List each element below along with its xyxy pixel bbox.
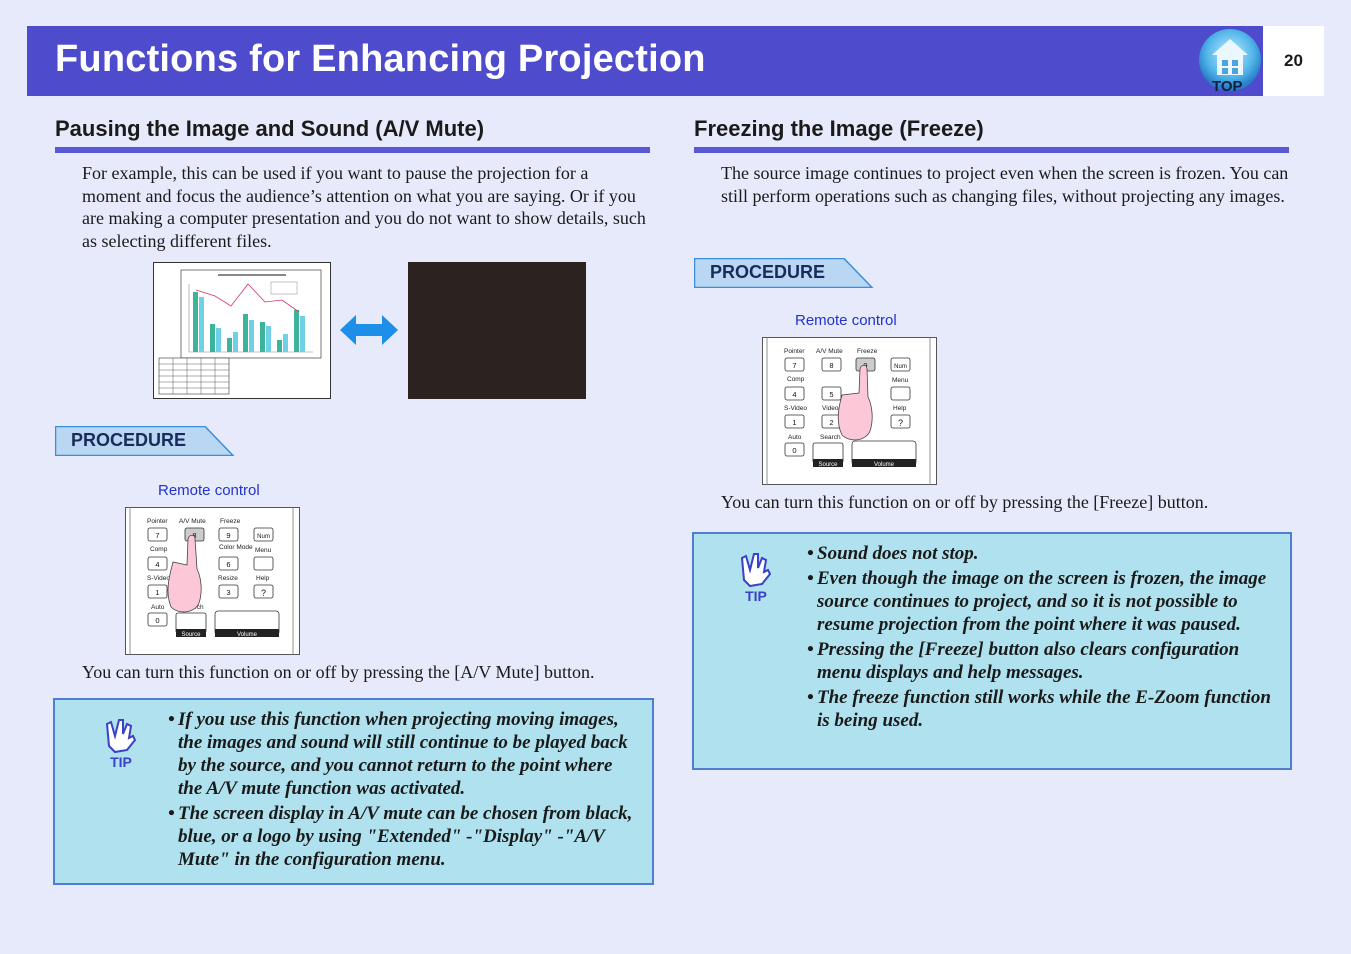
tip-item: Sound does not stop. (807, 542, 1277, 565)
tip-item: Pressing the [Freeze] button also clears… (807, 638, 1277, 684)
procedure-tab: PROCEDURE (694, 258, 874, 288)
remote-label-help: Help (256, 575, 270, 582)
title-bar: Functions for Enhancing Projection (27, 26, 1263, 96)
heading-rule (55, 147, 650, 153)
svg-text:5: 5 (829, 390, 833, 399)
tip-list-av-mute: If you use this function when projecting… (168, 708, 640, 873)
svg-text:1: 1 (155, 588, 159, 597)
page-title: Functions for Enhancing Projection (55, 38, 706, 80)
svg-text:Num: Num (894, 364, 907, 370)
remote-label-search: Search (820, 434, 841, 441)
av-mute-intro: For example, this can be used if you wan… (82, 163, 646, 251)
remote-label-freeze: Freeze (220, 518, 241, 525)
remote-label-svideo: S-Video (784, 405, 807, 412)
remote-label-auto: Auto (151, 604, 165, 611)
remote-label-source: Source (818, 462, 838, 468)
svg-text:7: 7 (155, 531, 159, 540)
remote-label-svideo: S-Video (147, 575, 170, 582)
av-mute-usage: You can turn this function on or off by … (82, 662, 595, 682)
remote-label-color-mode: Color Mode (219, 544, 253, 551)
remote-label-video: Video (822, 405, 839, 412)
remote-label-volume: Volume (874, 462, 895, 468)
tip-item: The freeze function still works while th… (807, 686, 1277, 732)
svg-text:1: 1 (792, 418, 796, 427)
remote-label-help: Help (893, 405, 907, 412)
tip-label: TIP (110, 754, 132, 770)
remote-label-menu: Menu (892, 377, 909, 384)
remote-label-comp: Comp (150, 546, 168, 553)
tip-item: If you use this function when projecting… (168, 708, 640, 800)
svg-text:Num: Num (257, 534, 270, 540)
procedure-label: PROCEDURE (710, 262, 826, 282)
remote-label-freeze: Freeze (857, 348, 878, 355)
presentation-slide-image (153, 262, 331, 399)
svg-text:9: 9 (226, 531, 230, 540)
remote-label-resize: Resize (218, 575, 238, 582)
remote-label-auto: Auto (788, 434, 802, 441)
svg-text:?: ? (261, 588, 266, 598)
remote-control-caption: Remote control (795, 312, 897, 329)
remote-label-avmute: A/V Mute (179, 518, 206, 525)
remote-label-pointer: Pointer (784, 348, 805, 355)
svg-text:?: ? (898, 418, 903, 428)
tip-box-av-mute: TIP If you use this function when projec… (53, 698, 654, 885)
procedure-tab: PROCEDURE (55, 426, 235, 456)
remote-label-source: Source (181, 632, 201, 638)
svg-text:8: 8 (192, 531, 196, 540)
procedure-label: PROCEDURE (71, 430, 187, 450)
freeze-usage: You can turn this function on or off by … (721, 492, 1209, 512)
remote-label-avmute: A/V Mute (816, 348, 843, 355)
section-heading-av-mute: Pausing the Image and Sound (A/V Mute) (55, 116, 485, 141)
tip-item: The screen display in A/V mute can be ch… (168, 802, 640, 871)
top-label: TOP (1212, 78, 1243, 95)
svg-text:0: 0 (155, 616, 159, 625)
tip-item: Even though the image on the screen is f… (807, 567, 1277, 636)
svg-text:4: 4 (792, 390, 796, 399)
remote-label-menu: Menu (255, 547, 272, 554)
tip-icon: TIP (736, 548, 776, 604)
remote-label-volume: Volume (237, 632, 258, 638)
freeze-intro: The source image continues to project ev… (721, 163, 1289, 206)
hand-tip-icon (105, 719, 137, 754)
svg-text:2: 2 (829, 418, 833, 427)
remote-control-image-freeze: Pointer A/V Mute Freeze Comp Menu S-Vide… (762, 337, 937, 485)
svg-text:3: 3 (226, 588, 230, 597)
double-arrow-icon (340, 315, 398, 345)
pressing-finger (837, 364, 873, 441)
tip-icon: TIP (101, 714, 141, 770)
heading-rule (694, 147, 1289, 153)
house-icon (1199, 29, 1261, 91)
svg-text:7: 7 (792, 361, 796, 370)
top-link[interactable]: TOP (1198, 27, 1264, 97)
svg-text:0: 0 (792, 446, 796, 455)
svg-text:8: 8 (829, 361, 833, 370)
page-number: 20 (1263, 26, 1324, 96)
pressing-finger (167, 534, 202, 613)
svg-text:4: 4 (155, 560, 159, 569)
remote-label-pointer: Pointer (147, 518, 168, 525)
remote-label-comp: Comp (787, 376, 805, 383)
remote-control-caption: Remote control (158, 482, 260, 499)
tip-label: TIP (745, 588, 767, 604)
tip-list-freeze: Sound does not stop. Even though the ima… (807, 542, 1277, 734)
tip-box-freeze: TIP Sound does not stop. Even though the… (692, 532, 1292, 770)
hand-tip-icon (740, 553, 772, 588)
svg-text:6: 6 (226, 560, 230, 569)
muted-black-screen (408, 262, 586, 399)
remote-control-image-av-mute: Pointer A/V Mute Freeze Comp Color Mode … (125, 507, 300, 655)
section-heading-freeze: Freezing the Image (Freeze) (694, 116, 984, 141)
